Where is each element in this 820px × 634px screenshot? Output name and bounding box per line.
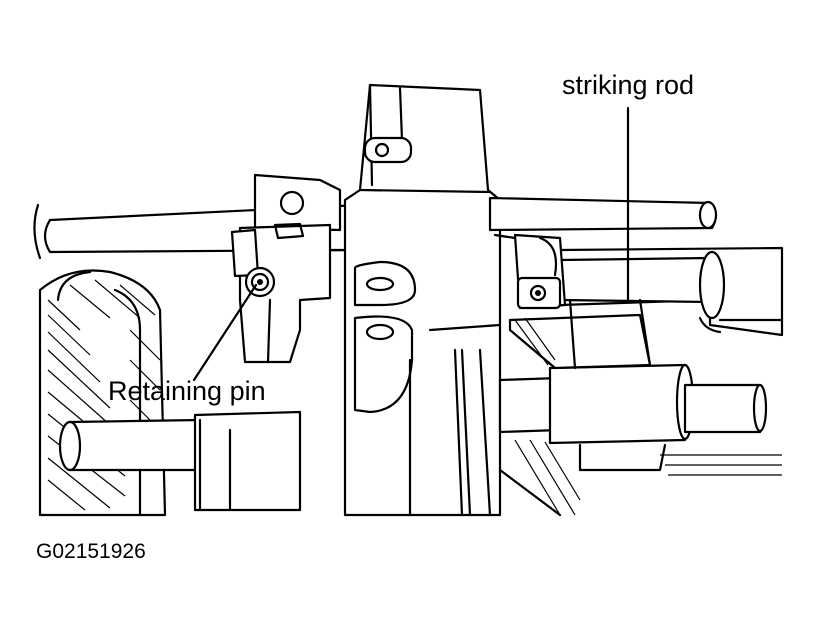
right-clamp — [493, 233, 567, 310]
lower-left-rod — [58, 410, 302, 512]
lower-right-rod — [498, 363, 768, 472]
retaining-pin-leader — [192, 283, 258, 382]
lower-right-housing — [498, 298, 782, 517]
right-rod — [488, 196, 718, 232]
figure-code: G02151926 — [36, 540, 146, 563]
selector-fork — [230, 173, 347, 364]
central-housing — [343, 83, 502, 517]
striking-rod-label: striking rod — [562, 70, 695, 100]
retaining-pin-label: Retaining pin — [108, 376, 266, 406]
